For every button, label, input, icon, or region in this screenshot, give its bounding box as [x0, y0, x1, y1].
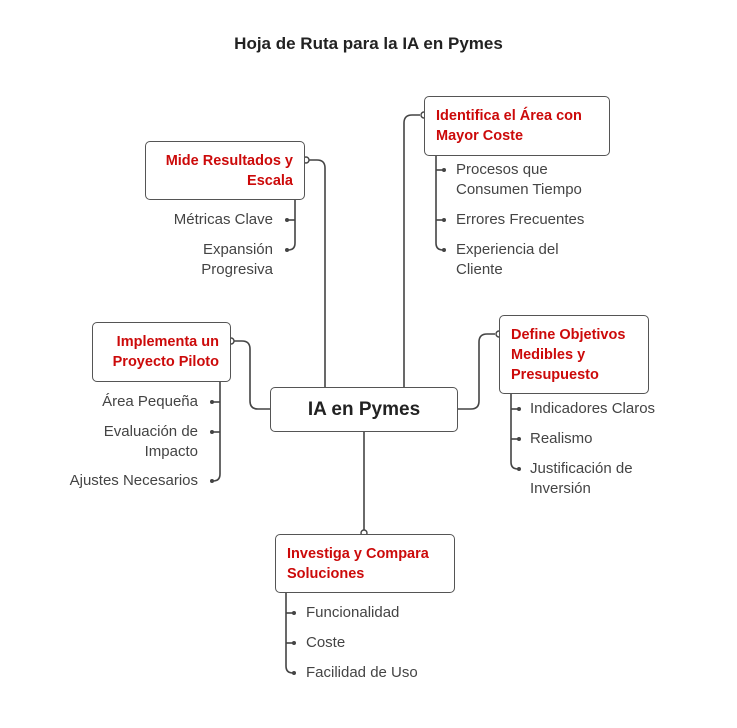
node-label-line: Escala	[247, 172, 293, 189]
list-item: Indicadores Claros	[530, 400, 656, 417]
central-node[interactable]: IA en Pymes	[270, 387, 458, 432]
list-item-line: Progresiva	[201, 261, 273, 278]
list-item-line: Justificación de	[530, 460, 633, 477]
list-item: Métricas Clave	[173, 211, 273, 228]
node-label-line: Investiga y Compara	[287, 545, 429, 562]
node-label-line: Soluciones	[287, 565, 365, 582]
list-item: Facilidad de Uso	[306, 664, 418, 681]
list-item: Área Pequeña	[102, 393, 198, 410]
central-node-label: IA en Pymes	[307, 398, 421, 420]
list-item-line: Evaluación de	[103, 423, 198, 440]
list-item-line: Procesos que	[456, 161, 548, 178]
node-label-line: Mide Resultados y	[165, 152, 293, 169]
node-label: Implementa un Proyecto Piloto	[113, 332, 219, 372]
list-item-line: Experiencia del	[456, 241, 559, 258]
node-label: Mide Resultados y Escala	[166, 151, 293, 191]
list-item-line: Impacto	[144, 443, 198, 460]
list-item-line: Inversión	[530, 480, 591, 497]
node-label-line: Define Objetivos	[511, 326, 626, 343]
list-item: Errores Frecuentes	[456, 211, 585, 228]
list-item: Realismo	[530, 430, 593, 447]
list-item-line: Cliente	[456, 261, 503, 278]
node-implementa-piloto[interactable]: Implementa un Proyecto Piloto	[92, 322, 231, 382]
list-item: Ajustes Necesarios	[69, 472, 198, 489]
node-label-line: Medibles y	[511, 346, 586, 363]
node-label-line: Proyecto Piloto	[112, 354, 219, 370]
node-label-line: Mayor Coste	[436, 128, 524, 144]
node-label-line: Implementa un	[116, 334, 219, 350]
list-item: Funcionalidad	[306, 604, 400, 621]
node-mide-resultados[interactable]: Mide Resultados y Escala	[145, 141, 305, 200]
list-item: Coste	[306, 634, 346, 651]
list-item-line: Expansión	[202, 241, 273, 258]
list-item: Evaluación de Impacto	[104, 422, 198, 462]
list-item: Justificación de Inversión	[530, 459, 633, 499]
diagram-title: Hoja de Ruta para la IA en Pymes	[234, 34, 503, 53]
node-label-line: Identifica el Área con	[436, 108, 582, 124]
node-label-line: Presupuesto	[511, 366, 599, 383]
list-item-line: Consumen Tiempo	[456, 181, 582, 198]
